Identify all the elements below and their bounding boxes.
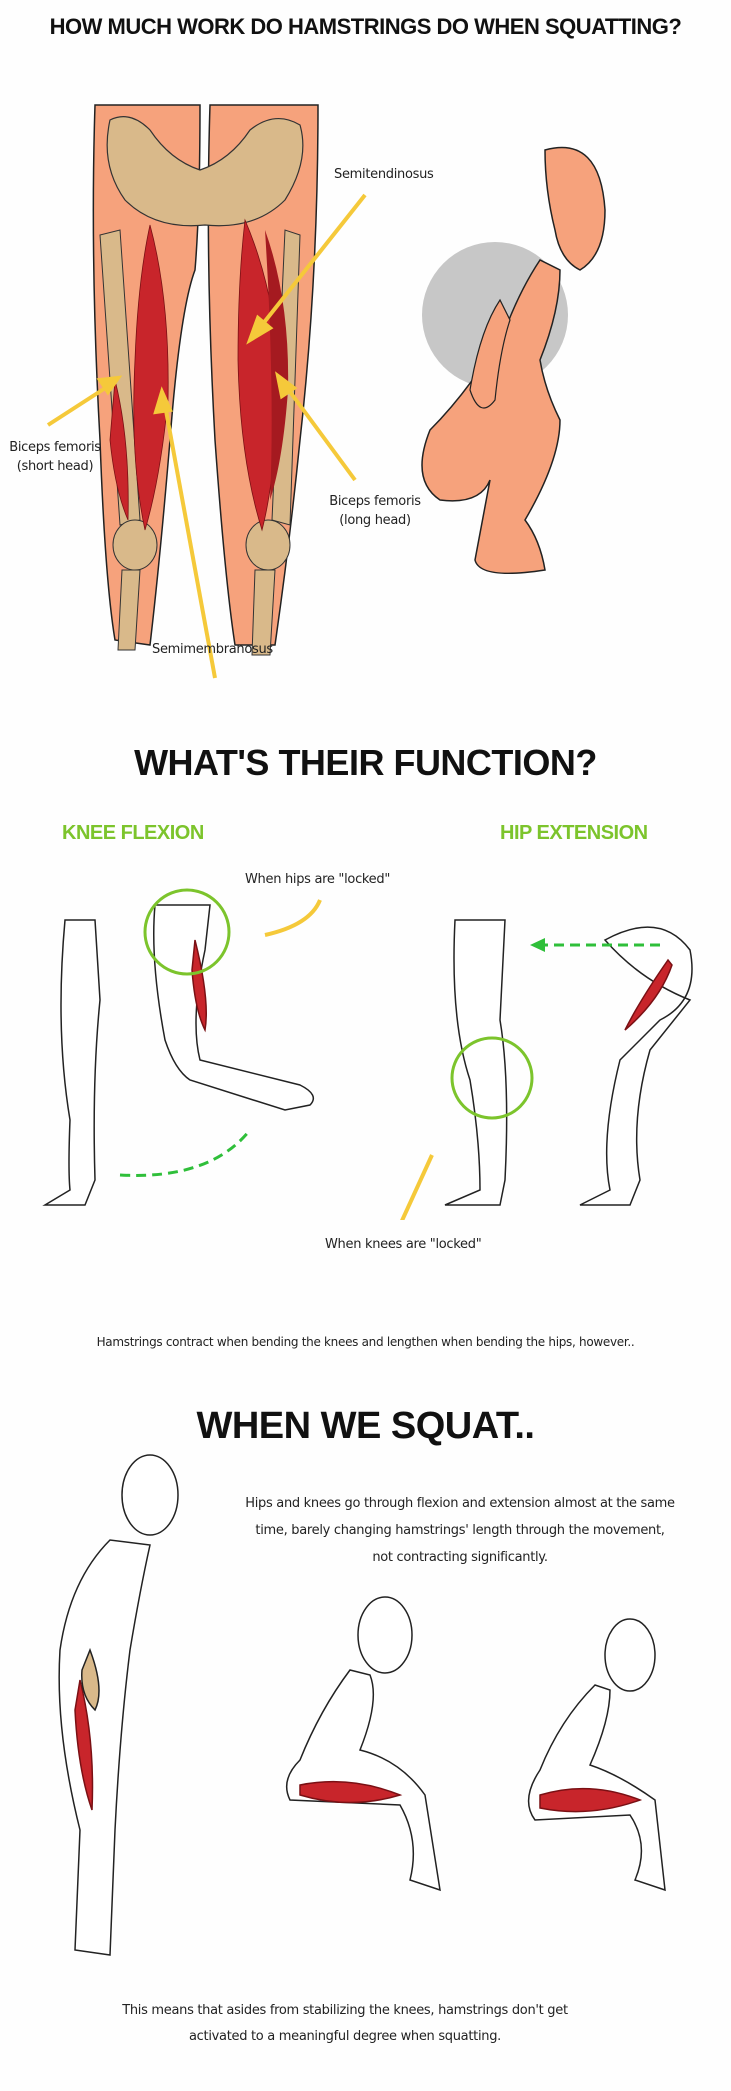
- conclusion-text: This means that asides from stabilizing …: [122, 2003, 568, 2044]
- label-biceps-femoris-short-head: Biceps femoris (short head): [0, 440, 110, 474]
- hip-lock-circle: [143, 888, 231, 976]
- label-line: Biceps femoris: [9, 440, 101, 455]
- label-line: (short head): [16, 459, 94, 474]
- squat-phases-illustration: [58, 1454, 666, 1956]
- knee-lock-circle: [450, 1036, 534, 1120]
- knee-flexion-label: KNEE FLEXION: [62, 822, 204, 844]
- knees-locked-arrow: [400, 1154, 434, 1220]
- squat-paragraph: Hips and knees go through flexion and ex…: [245, 1496, 675, 1565]
- hip-extension-legs: [444, 919, 693, 1206]
- hips-locked-arrow: [264, 899, 322, 937]
- hamstring-anatomy-illustration: [46, 104, 606, 679]
- function-illustrations: [42, 888, 693, 1220]
- label-biceps-femoris-long-head: Biceps femoris (long head): [320, 494, 430, 528]
- label-arrows: [46, 193, 367, 679]
- knee-flexion-arrow: [119, 1129, 252, 1177]
- deep-squat-figure: [527, 1618, 666, 1892]
- knee-flexion-legs: [42, 904, 315, 1206]
- hip-extension-label: HIP EXTENSION: [500, 822, 648, 844]
- mid-squat-figure: [285, 1596, 441, 1892]
- page-title: HOW MUCH WORK DO HAMSTRINGS DO WHEN SQUA…: [49, 14, 682, 39]
- label-line: (long head): [339, 513, 411, 528]
- squat-heading: WHEN WE SQUAT..: [196, 1405, 535, 1447]
- label-semimembranosus: Semimembranosus: [152, 642, 273, 657]
- label-semitendinosus: Semitendinosus: [334, 167, 434, 182]
- standing-figure: [58, 1454, 179, 1956]
- knees-locked-note: When knees are "locked": [325, 1237, 482, 1252]
- hips-locked-note: When hips are "locked": [245, 872, 391, 887]
- label-line: Biceps femoris: [329, 494, 421, 509]
- function-heading: WHAT'S THEIR FUNCTION?: [134, 742, 597, 783]
- legs-back-view: [92, 104, 319, 656]
- function-caption: Hamstrings contract when bending the kne…: [96, 1335, 635, 1349]
- squatting-figure: [421, 146, 606, 575]
